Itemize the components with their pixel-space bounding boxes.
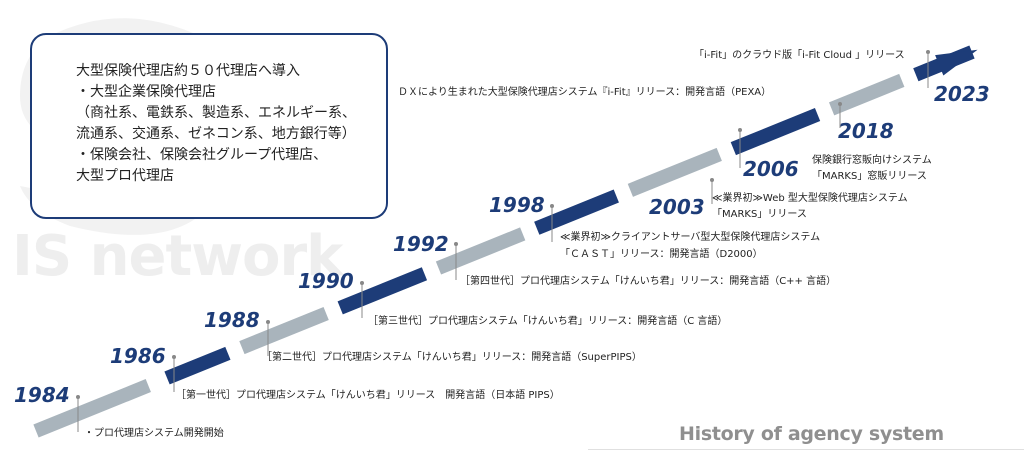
event-label: ［第四世代］プロ代理店システム「けんいち君」リリース：開発言語（C++ 言語） [460, 274, 836, 287]
marker-dot [550, 204, 554, 208]
year-label: 2023 [934, 82, 990, 106]
summary-line: 大型保険代理店約５０代理店へ導入 [76, 63, 300, 79]
timeline-arrow [33, 45, 978, 438]
year-label: 2018 [838, 119, 894, 143]
arrow-segment [534, 189, 619, 235]
event-label: 保険銀行窓販向けシステム [812, 153, 932, 166]
event-label: ≪業界初≫Web 型大型保険代理店システム [712, 191, 908, 204]
arrow-segment [828, 73, 905, 116]
marker-dot [738, 128, 742, 132]
watermark-text: IS network [12, 224, 343, 289]
event-label: 「MARKS」リリース [712, 208, 807, 220]
arrow-segment [239, 307, 329, 355]
summary-line: ・保険会社、保険会社グループ代理店、 [76, 147, 328, 163]
marker-dot [266, 320, 270, 324]
event-label: 「MARKS」窓販リリース [812, 169, 927, 182]
timeline-markers [76, 50, 930, 432]
arrow-segment [33, 379, 151, 438]
marker-dot [360, 281, 364, 285]
timeline-labels: 1984 ・プロ代理店システム開発開始 1986 ［第一世代］プロ代理店システム「けん… [14, 48, 990, 439]
marker-dot [172, 355, 176, 359]
year-label: 1988 [204, 308, 260, 332]
year-label: 2003 [649, 195, 705, 219]
year-label: 1998 [489, 193, 545, 217]
arrow-segment [164, 346, 231, 385]
summary-line: （商社系、電鉄系、製造系、エネルギー系、 [76, 105, 356, 121]
summary-line: ・大型企業保険代理店 [76, 84, 216, 100]
summary-line: 流通系、交通系、ゼネコン系、地方銀行等） [76, 126, 356, 142]
event-label: 「ＣＡＳＴ」リリース：開発言語（D2000） [560, 247, 763, 260]
summary-box: 大型保険代理店約５０代理店へ導入 ・大型企業保険代理店 （商社系、電鉄系、製造系… [30, 33, 388, 219]
event-label: ≪業界初≫クライアントサーバ型大型保険代理店システム [560, 230, 820, 243]
marker-dot [76, 395, 80, 399]
event-label: ［第一世代］プロ代理店システム「けんいち君」リリース 開発言語（日本語 PIPS… [176, 388, 560, 401]
arrow-segment [627, 147, 722, 197]
marker-dot [710, 178, 714, 182]
year-label: 1990 [298, 269, 354, 293]
footer-title: History of agency system [679, 423, 944, 445]
arrow-head-icon [935, 49, 978, 76]
year-label: 1984 [14, 383, 70, 407]
arrow-segment [337, 267, 428, 315]
year-label: 1992 [393, 232, 449, 256]
arrow-segment [730, 108, 821, 156]
event-label: 「i-Fit」のクラウド版「i-Fit Cloud 」リリース [694, 48, 905, 61]
event-label: ＤＸにより生まれた大型保険代理店システム『i-Fit』リリース：開発言語（PEX… [398, 85, 771, 98]
arrow-segment [435, 227, 526, 275]
event-label: ・プロ代理店システム開発開始 [84, 426, 224, 439]
footer-divider [588, 449, 1024, 450]
event-label: ［第三世代］プロ代理店システム「けんいち君」リリース：開発言語（C 言語） [368, 314, 727, 327]
event-label: ［第二世代］プロ代理店システム「けんいち君」リリース：開発言語（SuperPIP… [262, 350, 642, 363]
marker-dot [838, 102, 842, 106]
summary-line: 大型プロ代理店 [76, 168, 174, 184]
marker-dot [454, 242, 458, 246]
marker-dot [926, 50, 930, 54]
year-label: 2006 [743, 157, 799, 181]
year-label: 1986 [110, 344, 166, 368]
